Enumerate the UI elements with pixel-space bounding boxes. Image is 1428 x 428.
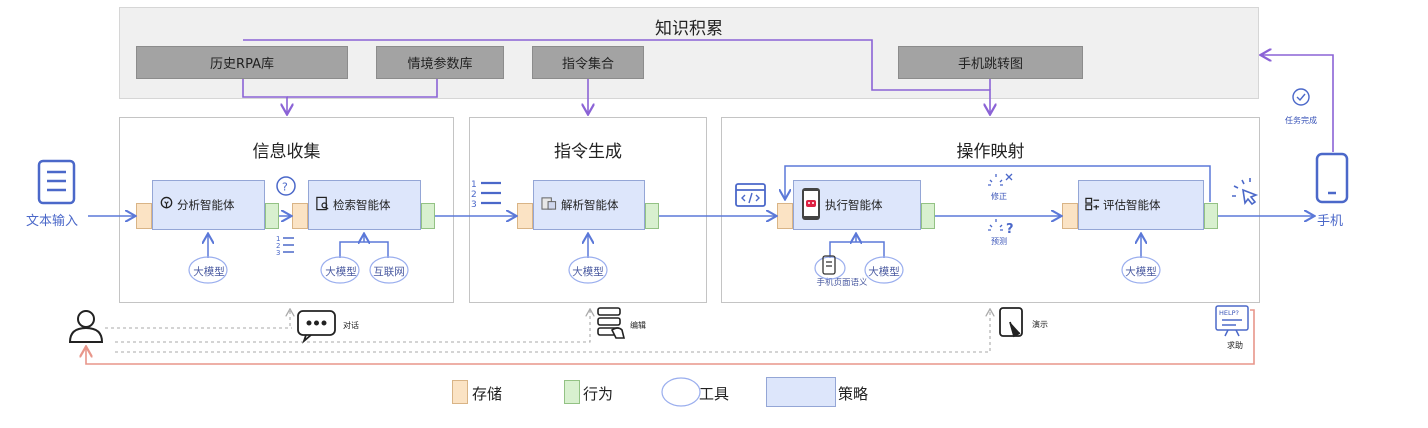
lib-rpa: 历史RPA库 [136, 46, 348, 79]
svg-text:3: 3 [276, 249, 280, 257]
analyze-agent-label: 分析智能体 [177, 198, 235, 212]
section-title-info: 信息收集 [252, 142, 321, 162]
evaluate-agent: 评估智能体 [1078, 180, 1204, 230]
dialog-label: 对话 [343, 321, 359, 330]
tool-llm-label: 大模型 [572, 266, 604, 278]
fix-label: 修正 [991, 192, 1007, 201]
parse-doc-icon [540, 196, 558, 214]
action-block [265, 203, 279, 229]
predict-label: 预测 [991, 237, 1007, 246]
demo-tap-icon [999, 307, 1023, 338]
action-block [645, 203, 659, 229]
numbered-list-icon: 1 2 3 [471, 180, 501, 210]
svg-text:?: ? [1006, 222, 1014, 237]
main-flow-lines [88, 165, 1313, 258]
click-cursor-icon [1232, 178, 1259, 206]
user-icon [68, 310, 104, 343]
gear-cloud-icons [188, 256, 1161, 407]
tool-llm-label: 大模型 [868, 266, 900, 278]
code-window-icon [735, 183, 766, 207]
text-input-label: 文本输入 [26, 214, 79, 229]
tool-llm-label: 大模型 [325, 266, 357, 278]
lib-phone-jump-graph: 手机跳转图 [898, 46, 1083, 79]
svg-text:2: 2 [471, 190, 477, 200]
execute-agent: 执行智能体 [793, 180, 921, 230]
tool-internet-label: 互联网 [373, 266, 405, 278]
phone-label: 手机 [1317, 214, 1344, 229]
lib-instructions: 指令集合 [532, 46, 644, 79]
section-title-instr: 指令生成 [554, 142, 622, 162]
numbered-list-icon: 1 2 3 [276, 235, 294, 257]
execute-agent-label: 执行智能体 [825, 198, 883, 212]
doc-search-icon [315, 196, 330, 214]
document-icon [37, 159, 76, 205]
tool-llm-label: 大模型 [193, 266, 225, 278]
task-done-label: 任务完成 [1285, 116, 1317, 125]
legend-storage: 存储 [472, 385, 503, 403]
edit-label: 编辑 [630, 321, 646, 330]
help-badge: HELP? [1219, 309, 1239, 317]
question-bubble-icon: ? [276, 176, 296, 196]
svg-text:3: 3 [471, 200, 477, 210]
help-return-line [86, 309, 1255, 365]
tool-llm-label: 大模型 [1125, 266, 1157, 278]
help-board-icon [1215, 305, 1249, 337]
parse-agent: 解析智能体 [533, 180, 645, 230]
action-block [921, 203, 935, 229]
legend-strategy: 策略 [838, 385, 869, 403]
legend-strategy-swatch [766, 377, 836, 407]
svg-text:2: 2 [276, 242, 280, 250]
knowledge-flow-lines [242, 39, 1334, 152]
brain-icon [159, 196, 174, 214]
legend-storage-swatch [452, 380, 468, 404]
fix-icon [988, 173, 1013, 186]
evaluate-grid-icon [1085, 197, 1100, 214]
phone-icon [1315, 152, 1349, 204]
edit-server-icon [597, 307, 626, 339]
task-done-icon [1292, 88, 1310, 106]
svg-text:1: 1 [276, 235, 280, 243]
legend-tool: 工具 [699, 385, 730, 403]
action-block [1204, 203, 1218, 229]
help-label: 求助 [1227, 341, 1243, 350]
section-title-op: 操作映射 [956, 142, 1025, 162]
analyze-agent: 分析智能体 [152, 180, 265, 230]
robot-phone-icon [800, 187, 822, 224]
evaluate-agent-label: 评估智能体 [1103, 198, 1161, 212]
parse-agent-label: 解析智能体 [561, 198, 619, 212]
dialog-bubble-icon [297, 310, 336, 344]
legend-action: 行为 [583, 385, 614, 403]
feedback-dashed-lines [105, 310, 990, 353]
search-agent-label: 检索智能体 [333, 198, 391, 212]
svg-text:1: 1 [471, 180, 477, 190]
tool-page-semantics-label: 手机页面语义 [816, 278, 868, 288]
demo-label: 演示 [1032, 320, 1048, 329]
predict-icon: ? [988, 219, 1014, 237]
action-block [421, 203, 435, 229]
legend-action-swatch [564, 380, 580, 404]
svg-text:?: ? [282, 181, 288, 194]
lib-context-params: 情境参数库 [376, 46, 504, 79]
knowledge-title: 知识积累 [655, 19, 723, 39]
phone-page-semantics-icon [822, 255, 836, 275]
